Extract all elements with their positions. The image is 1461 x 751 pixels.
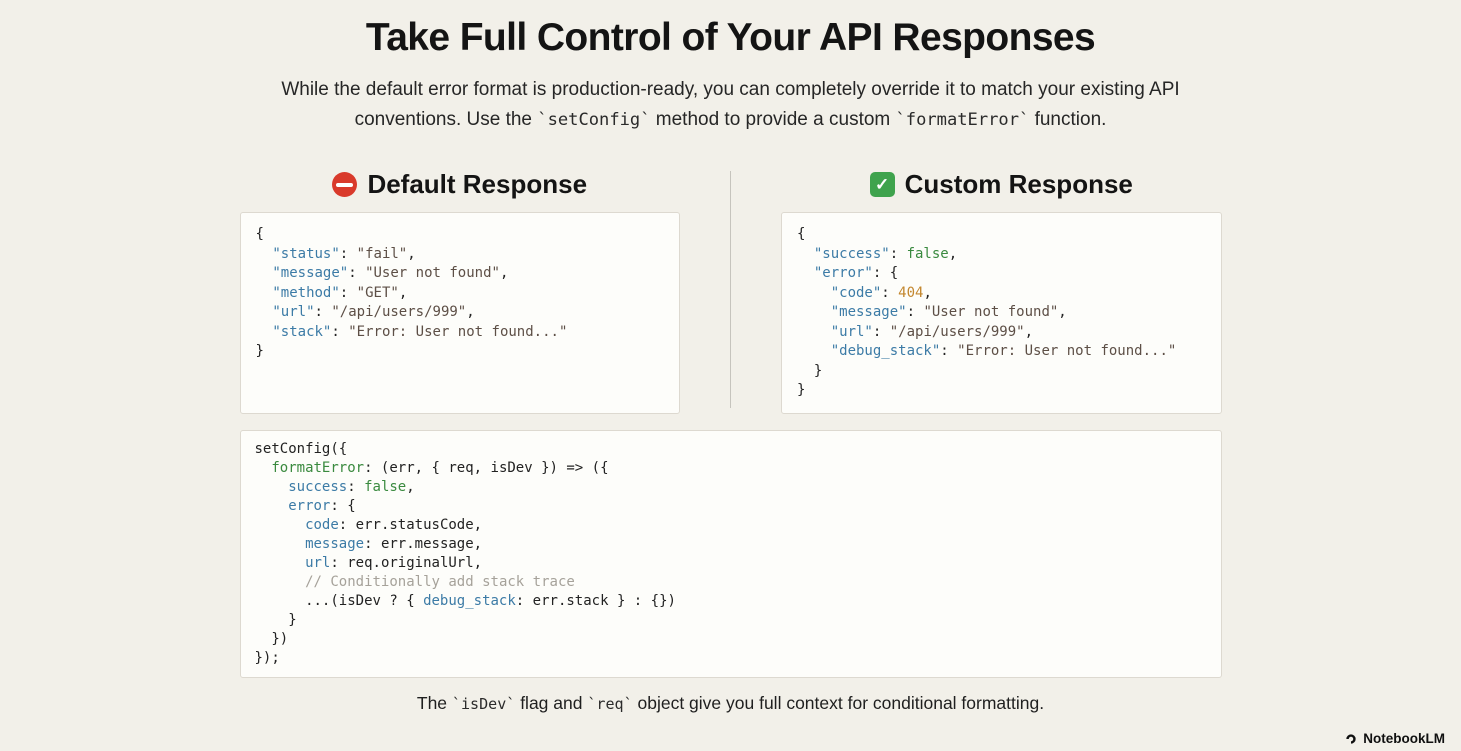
footer-text-1: The <box>416 692 452 713</box>
inline-code-isdev: `isDev` <box>451 694 516 713</box>
comparison-columns: Default Response { "status": "fail", "me… <box>239 169 1222 414</box>
setconfig-code-block: setConfig({ formatError: (err, { req, is… <box>239 429 1222 678</box>
check-icon: ✓ <box>869 172 895 197</box>
inline-code-req: `req` <box>587 694 633 713</box>
default-response-heading: Default Response <box>240 169 681 200</box>
subtitle-text-2: method to provide a custom <box>650 109 896 130</box>
subtitle-text-3: function. <box>1029 109 1107 130</box>
custom-response-heading: ✓ Custom Response <box>781 169 1222 200</box>
no-entry-icon <box>332 172 358 197</box>
custom-response-title: Custom Response <box>904 169 1133 199</box>
footer-note: The `isDev` flag and `req` object give y… <box>240 693 1222 714</box>
default-response-code-block: { "status": "fail", "message": "User not… <box>239 212 680 414</box>
default-response-title: Default Response <box>367 169 588 199</box>
inline-code-setconfig: `setConfig` <box>537 110 651 130</box>
custom-response-column: ✓ Custom Response { "success": false, "e… <box>781 169 1222 414</box>
page-subtitle: While the default error format is produc… <box>238 75 1223 135</box>
footer-text-2: flag and <box>515 692 588 713</box>
default-response-column: Default Response { "status": "fail", "me… <box>239 169 681 414</box>
column-divider <box>730 171 731 408</box>
notebooklm-icon <box>1344 732 1358 746</box>
content-area: Default Response { "status": "fail", "me… <box>239 169 1222 714</box>
subtitle-text-1: While the default error format is produc… <box>281 79 1180 130</box>
inline-code-formaterror: `formatError` <box>895 110 1030 130</box>
page-title: Take Full Control of Your API Responses <box>365 16 1096 59</box>
notebooklm-label: NotebookLM <box>1363 731 1445 746</box>
custom-response-code-block: { "success": false, "error": { "code": 4… <box>781 212 1222 414</box>
footer-text-3: object give you full context for conditi… <box>632 692 1045 713</box>
notebooklm-badge: NotebookLM <box>1344 731 1445 746</box>
check-glyph: ✓ <box>874 175 890 194</box>
